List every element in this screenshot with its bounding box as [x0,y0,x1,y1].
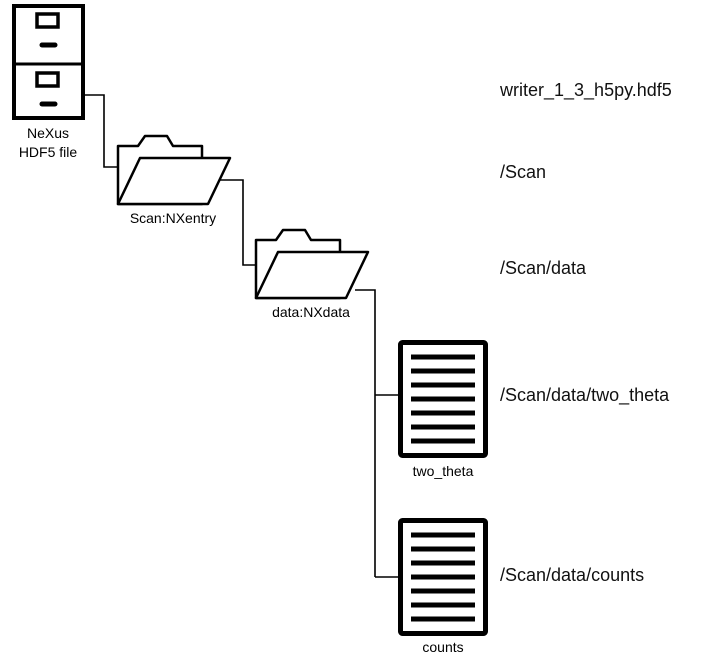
file-cabinet-icon [12,4,85,120]
drawer-plate-bottom [35,71,60,88]
drawer-plate-top [35,12,60,29]
path-label-counts: /Scan/data/counts [500,565,645,585]
connector-lines [85,94,398,578]
connector-data-trunk [355,289,376,577]
counts-document-label: counts [422,639,464,655]
file-cabinet-label: NeXus HDF5 file [18,125,78,160]
two-theta-document-icon [398,340,488,458]
connector-entry-to-data [220,179,257,266]
data-folder-icon [254,228,370,300]
path-label-scan: /Scan [500,162,547,182]
path-label-file: writer_1_3_h5py.hdf5 [500,80,672,100]
connector-file-to-entry [85,94,120,168]
scan-entry-folder-label: Scan:NXentry [129,210,217,226]
data-folder-label: data:NXdata [272,304,350,320]
scan-entry-folder-icon [116,134,232,206]
counts-document-icon [398,518,488,636]
path-label-two-theta: /Scan/data/two_theta [500,385,670,405]
path-label-scan-data: /Scan/data [500,258,587,278]
two-theta-document-label: two_theta [412,463,474,479]
